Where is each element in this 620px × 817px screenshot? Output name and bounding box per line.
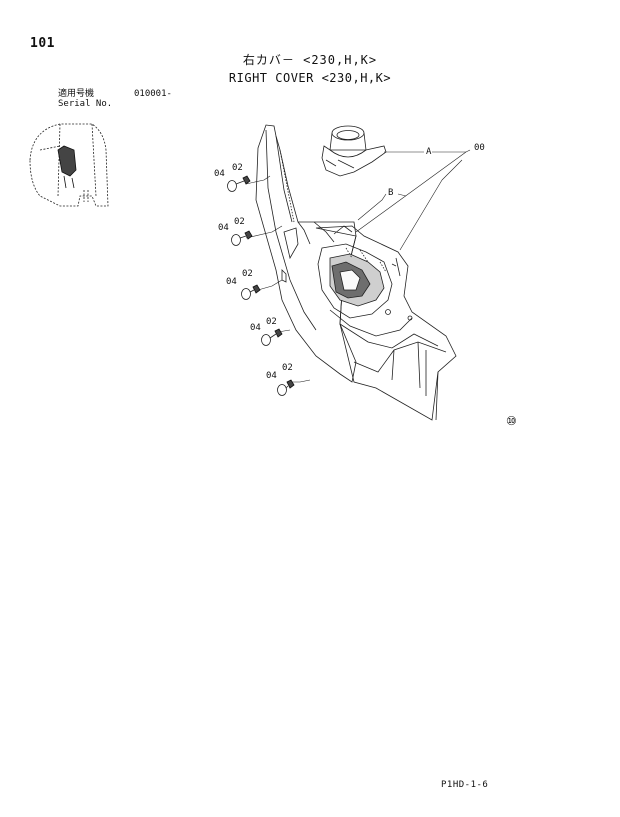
callout-screw: 02 bbox=[282, 363, 293, 373]
page-title-japanese: 右カバ－ <230,H,K> bbox=[242, 53, 378, 67]
page-number: 101 bbox=[30, 36, 55, 51]
fastener-set-3 bbox=[241, 284, 261, 300]
callout-cap: 04 bbox=[266, 371, 277, 381]
callout-cap: 04 bbox=[214, 169, 225, 179]
machine-location-thumbnail bbox=[29, 123, 109, 207]
fastener-set-2 bbox=[231, 230, 253, 246]
callout-cap: 04 bbox=[226, 277, 237, 287]
callout-part-b: B bbox=[388, 188, 393, 198]
callout-cap: 04 bbox=[250, 323, 261, 333]
serial-label: Serial No. bbox=[58, 99, 113, 109]
right-cover-part bbox=[315, 225, 457, 421]
side-panel-part bbox=[255, 124, 357, 383]
serial-label-japanese: 適用号機 bbox=[58, 89, 95, 99]
callout-screw: 02 bbox=[232, 163, 243, 173]
callout-cap: 04 bbox=[218, 223, 229, 233]
callout-part-a: A bbox=[426, 147, 432, 157]
callout-screw: 02 bbox=[266, 317, 277, 327]
page-code: P1HD-1-6 bbox=[441, 780, 489, 790]
duct-part bbox=[321, 125, 387, 177]
callout-assembly: 00 bbox=[474, 143, 485, 153]
fastener-set-1 bbox=[227, 175, 251, 192]
serial-value: 010001- bbox=[134, 89, 172, 99]
page-title: RIGHT COVER <230,H,K> bbox=[228, 71, 392, 85]
leader-lines bbox=[245, 149, 471, 383]
serial-number-block: 適用号機 010001- Serial No. bbox=[58, 89, 172, 109]
callout-screw: 02 bbox=[234, 217, 245, 227]
fastener-set-5 bbox=[277, 379, 295, 396]
circled-mark: ⑩ bbox=[506, 414, 517, 428]
fastener-set-4 bbox=[261, 328, 283, 346]
callout-screw: 02 bbox=[242, 269, 253, 279]
